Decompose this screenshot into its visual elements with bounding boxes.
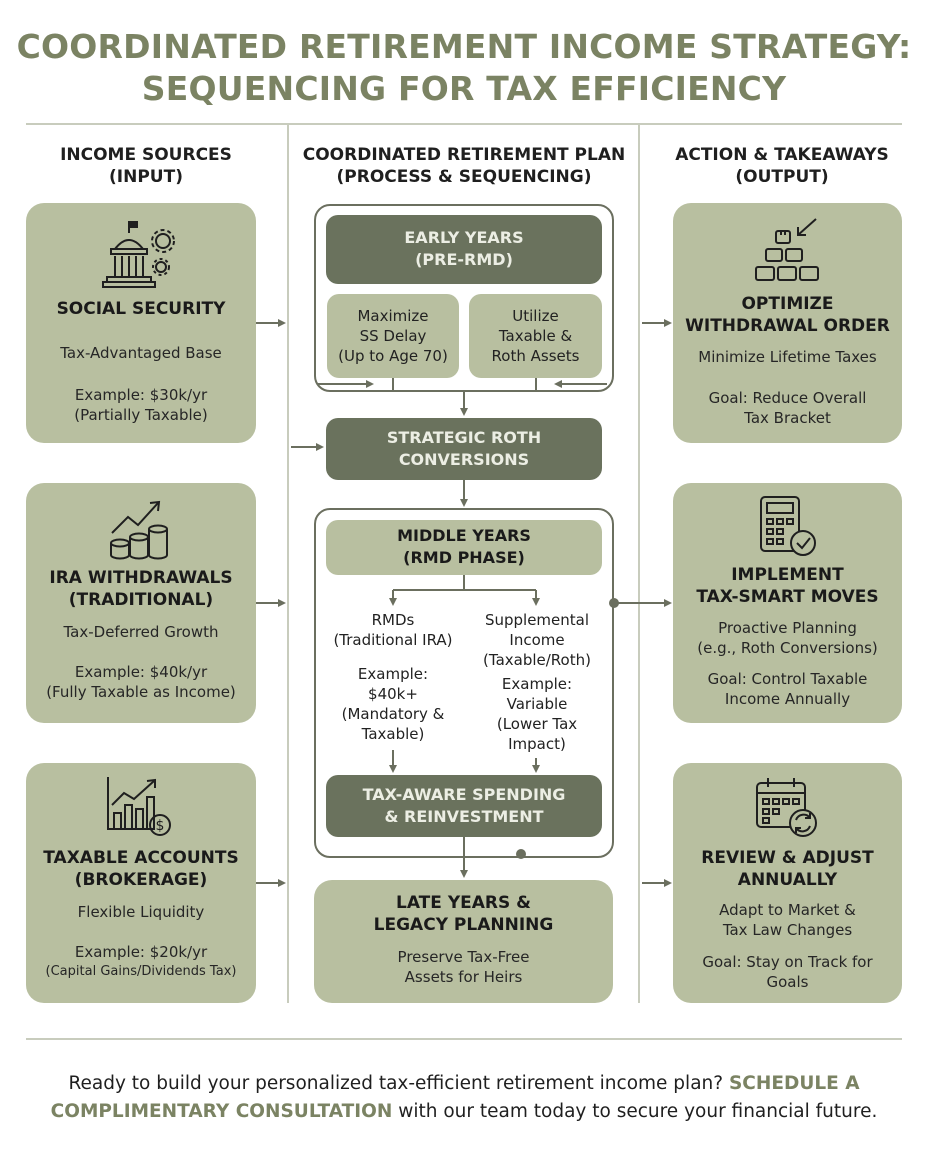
column-header-process: COORDINATED RETIREMENT PLAN (PROCESS & S… bbox=[302, 145, 626, 187]
source-description: Flexible Liquidity bbox=[77, 903, 205, 921]
cta-text: Ready to build your personalized tax-eff… bbox=[68, 1073, 729, 1094]
capitol-gears-icon bbox=[26, 219, 256, 295]
action-description: Proactive Planning bbox=[718, 619, 857, 637]
action-subtitle: WITHDRAWAL ORDER bbox=[685, 316, 890, 336]
page-title: COORDINATED RETIREMENT INCOME STRATEGY: … bbox=[0, 26, 928, 110]
title-line-2: SEQUENCING FOR TAX EFFICIENCY bbox=[141, 69, 787, 108]
action-description: Adapt to Market & bbox=[719, 901, 856, 919]
action-description-2: (e.g., Roth Conversions) bbox=[697, 639, 878, 657]
late-years-subtitle: LEGACY PLANNING bbox=[373, 915, 554, 935]
strategic-roth-conversions-box: STRATEGIC ROTH CONVERSIONS bbox=[326, 418, 602, 480]
source-subtitle: (TRADITIONAL) bbox=[68, 590, 214, 610]
late-years-description: Preserve Tax-Free bbox=[397, 948, 530, 966]
source-title: TAXABLE ACCOUNTS bbox=[43, 848, 239, 868]
action-card-implement: IMPLEMENT TAX-SMART MOVES Proactive Plan… bbox=[673, 483, 902, 723]
svg-text:$: $ bbox=[156, 818, 165, 834]
right-column-divider bbox=[638, 123, 640, 1003]
action-subtitle: ANNUALLY bbox=[737, 870, 838, 890]
source-card-social-security: SOCIAL SECURITY Tax-Advantaged Base Exam… bbox=[26, 203, 256, 443]
bottom-divider bbox=[26, 1038, 902, 1040]
call-to-action: Ready to build your personalized tax-eff… bbox=[20, 1070, 908, 1126]
early-years-box: EARLY YEARS (PRE-RMD) bbox=[326, 215, 602, 284]
connector-dot-bottom bbox=[516, 849, 526, 859]
maximize-ss-delay-box: Maximize SS Delay (Up to Age 70) bbox=[327, 294, 459, 378]
action-goal: Goal: Control Taxable bbox=[707, 670, 868, 688]
left-column-divider bbox=[287, 123, 289, 1003]
action-title: OPTIMIZE bbox=[741, 294, 834, 314]
title-line-1: COORDINATED RETIREMENT INCOME STRATEGY: bbox=[16, 27, 912, 66]
source-title: IRA WITHDRAWALS bbox=[49, 568, 233, 588]
column-header-output: ACTION & TAKEAWAYS (OUTPUT) bbox=[675, 145, 889, 187]
middle-years-box: MIDDLE YEARS (RMD PHASE) bbox=[326, 520, 602, 575]
action-card-review: REVIEW & ADJUST ANNUALLY Adapt to Market… bbox=[673, 763, 902, 1003]
source-card-taxable: $ TAXABLE ACCOUNTS (BROKERAGE) Flexible … bbox=[26, 763, 256, 1003]
cta-text-end: with our team today to secure your finan… bbox=[392, 1101, 878, 1122]
action-description-2: Tax Law Changes bbox=[722, 921, 853, 939]
action-goal-2: Tax Bracket bbox=[744, 409, 831, 427]
source-example: Example: $20k/yr bbox=[74, 943, 208, 961]
calendar-refresh-icon bbox=[673, 775, 902, 845]
bar-chart-dollar-icon: $ bbox=[26, 775, 256, 845]
late-years-description-2: Assets for Heirs bbox=[404, 968, 523, 986]
action-card-optimize: OPTIMIZE WITHDRAWAL ORDER Minimize Lifet… bbox=[673, 203, 902, 443]
schedule-consultation-link[interactable]: SCHEDULE A COMPLIMENTARY CONSULTATION bbox=[50, 1073, 860, 1122]
rmds-text: RMDs (Traditional IRA) Example: $40k+ (M… bbox=[333, 611, 453, 743]
action-title: IMPLEMENT bbox=[731, 565, 844, 585]
action-subtitle: TAX-SMART MOVES bbox=[696, 587, 879, 607]
source-card-ira: IRA WITHDRAWALS (TRADITIONAL) Tax-Deferr… bbox=[26, 483, 256, 723]
blocks-arrow-icon bbox=[673, 217, 902, 287]
column-header-input: INCOME SOURCES (INPUT) bbox=[60, 145, 232, 187]
top-divider bbox=[26, 123, 902, 125]
action-goal: Goal: Stay on Track for bbox=[702, 953, 873, 971]
utilize-taxable-roth-box: Utilize Taxable & Roth Assets bbox=[469, 294, 602, 378]
coins-growth-icon bbox=[26, 495, 256, 565]
action-goal-2: Income Annually bbox=[724, 690, 851, 708]
source-example-note: (Fully Taxable as Income) bbox=[46, 683, 236, 701]
source-example: Example: $30k/yr bbox=[74, 386, 208, 404]
calculator-check-icon bbox=[673, 495, 902, 565]
source-example-note: (Partially Taxable) bbox=[74, 406, 208, 424]
source-example-note: (Capital Gains/Dividends Tax) bbox=[45, 964, 237, 979]
source-title: SOCIAL SECURITY bbox=[56, 299, 226, 319]
source-subtitle: (BROKERAGE) bbox=[74, 870, 208, 890]
action-description: Minimize Lifetime Taxes bbox=[698, 348, 877, 366]
action-goal: Goal: Reduce Overall bbox=[708, 389, 867, 407]
tax-aware-spending-box: TAX-AWARE SPENDING & REINVESTMENT bbox=[326, 775, 602, 837]
action-title: REVIEW & ADJUST bbox=[701, 848, 874, 868]
connector-dot-middle bbox=[609, 598, 619, 608]
source-description: Tax-Deferred Growth bbox=[63, 623, 219, 641]
late-years-box: LATE YEARS & LEGACY PLANNING Preserve Ta… bbox=[314, 880, 613, 1003]
source-description: Tax-Advantaged Base bbox=[60, 344, 222, 362]
early-years-frame bbox=[314, 204, 614, 392]
source-example: Example: $40k/yr bbox=[74, 663, 208, 681]
supplemental-income-text: Supplemental Income (Taxable/Roth) Examp… bbox=[483, 611, 591, 753]
late-years-title: LATE YEARS & bbox=[396, 893, 531, 913]
action-goal-2: Goals bbox=[766, 973, 809, 991]
